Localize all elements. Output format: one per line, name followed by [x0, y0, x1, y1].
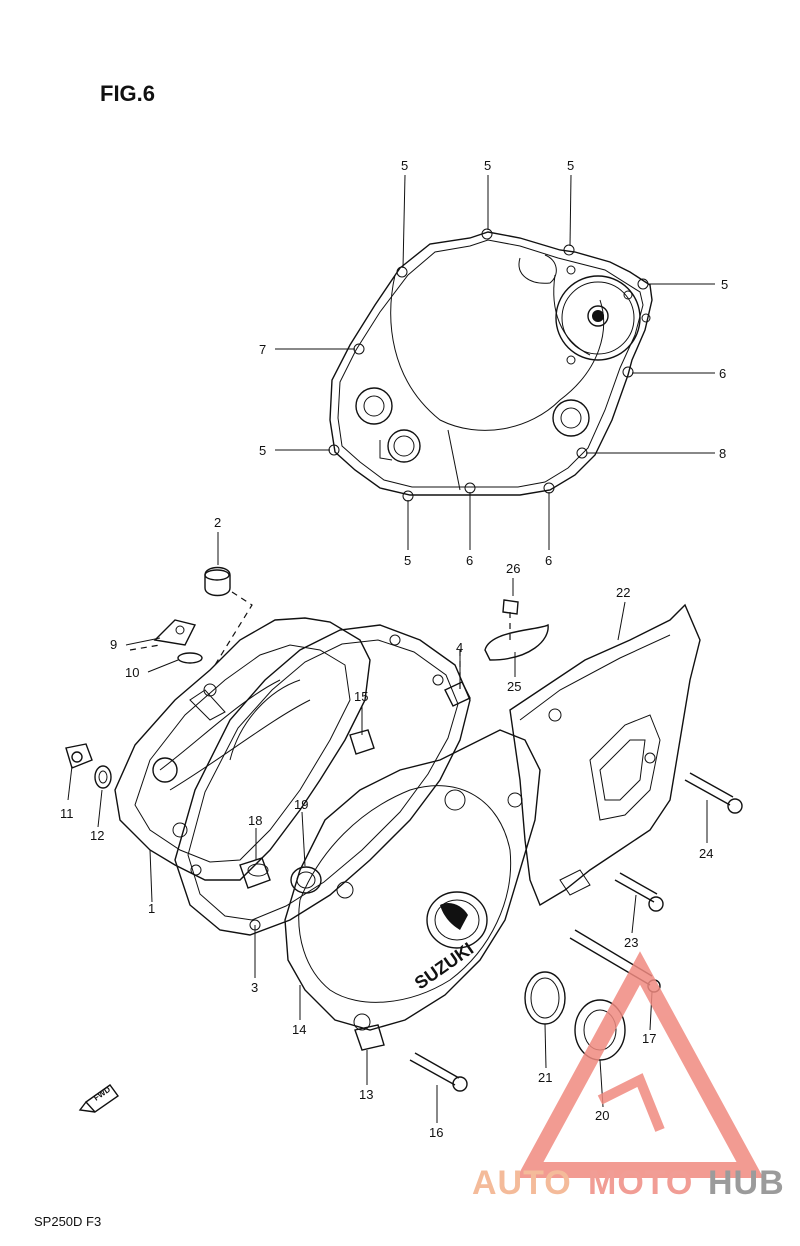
- callout-24: 24: [699, 846, 713, 861]
- leader-lines-upper: [275, 174, 715, 550]
- crankcase-cover-left: [114, 617, 371, 881]
- watermark-moto: MOTO: [588, 1164, 693, 1202]
- callout-14: 14: [292, 1022, 306, 1037]
- callout-15: 15: [354, 689, 368, 704]
- callout-23: 23: [624, 935, 638, 950]
- callout-26: 26: [506, 561, 520, 576]
- fwd-label: FWD: [92, 1085, 112, 1103]
- callout-6: 6: [466, 553, 473, 568]
- callout-4: 4: [456, 640, 463, 655]
- callout-5: 5: [484, 158, 491, 173]
- clutch-cover-gasket: [328, 228, 653, 502]
- automotohub-watermark: AUTO MOTO HUB: [472, 951, 785, 1202]
- callout-5: 5: [259, 443, 266, 458]
- callout-8: 8: [719, 446, 726, 461]
- callout-6: 6: [719, 366, 726, 381]
- callout-22: 22: [616, 585, 630, 600]
- callout-13: 13: [359, 1087, 373, 1102]
- callout-18: 18: [248, 813, 262, 828]
- figure-title: FIG.6: [100, 81, 155, 106]
- callout-5: 5: [721, 277, 728, 292]
- figure-code: SP250D F3: [34, 1214, 101, 1229]
- callout-25: 25: [507, 679, 521, 694]
- callout-6: 6: [545, 553, 552, 568]
- leader-lines-lower: [67, 532, 708, 1123]
- callout-2: 2: [214, 515, 221, 530]
- watermark-auto: AUTO: [472, 1164, 572, 1202]
- cover-brand-marking: SUZUKI: [411, 938, 477, 993]
- callout-1: 1: [148, 901, 155, 916]
- callout-7: 7: [259, 342, 266, 357]
- callout-20: 20: [595, 1108, 609, 1123]
- watermark-triangle-logo: [516, 951, 764, 1178]
- callout-3: 3: [251, 980, 258, 995]
- callout-16: 16: [429, 1125, 443, 1140]
- callout-5: 5: [404, 553, 411, 568]
- crankcase-cover-gasket: [174, 624, 471, 936]
- callout-21: 21: [538, 1070, 552, 1085]
- watermark-hub: HUB: [708, 1164, 785, 1202]
- callout-9: 9: [110, 637, 117, 652]
- callout-12: 12: [90, 828, 104, 843]
- callout-labels: 5 5 5 5 7 6 5 8 5 6 6 2 26 22 9 4 10 25 …: [60, 158, 728, 1140]
- callout-17: 17: [642, 1031, 656, 1046]
- callout-10: 10: [125, 665, 139, 680]
- sprocket-cover: [509, 603, 701, 907]
- callout-19: 19: [294, 797, 308, 812]
- callout-11: 11: [60, 806, 74, 821]
- callout-5: 5: [401, 158, 408, 173]
- callout-5: 5: [567, 158, 574, 173]
